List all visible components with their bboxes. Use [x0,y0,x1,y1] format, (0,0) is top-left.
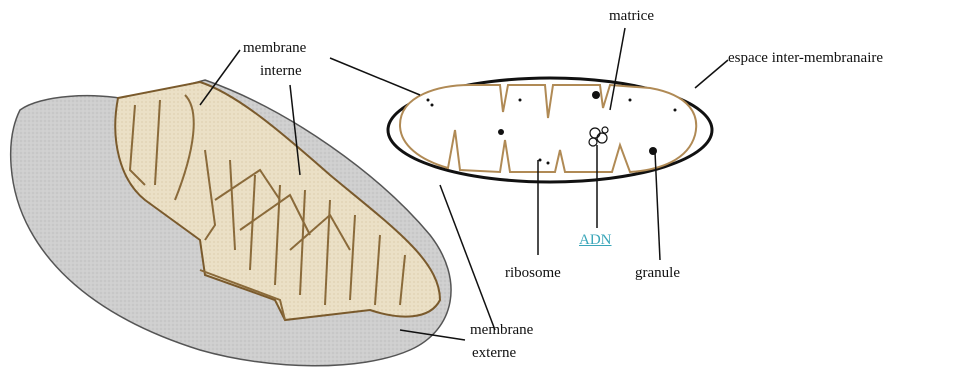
label-membrane-interne-line1: membrane [243,40,306,57]
label-membrane-externe-line2: externe [472,345,516,362]
label-ribosome: ribosome [505,265,561,282]
label-membrane-externe-line1: membrane [470,322,533,339]
label-espace-inter-membranaire: espace inter-membranaire [728,50,883,67]
label-matrice: matrice [609,8,654,25]
label-granule: granule [635,265,680,282]
label-adn-link[interactable]: ADN [579,232,612,249]
label-membrane-interne-line2: interne [260,63,302,80]
